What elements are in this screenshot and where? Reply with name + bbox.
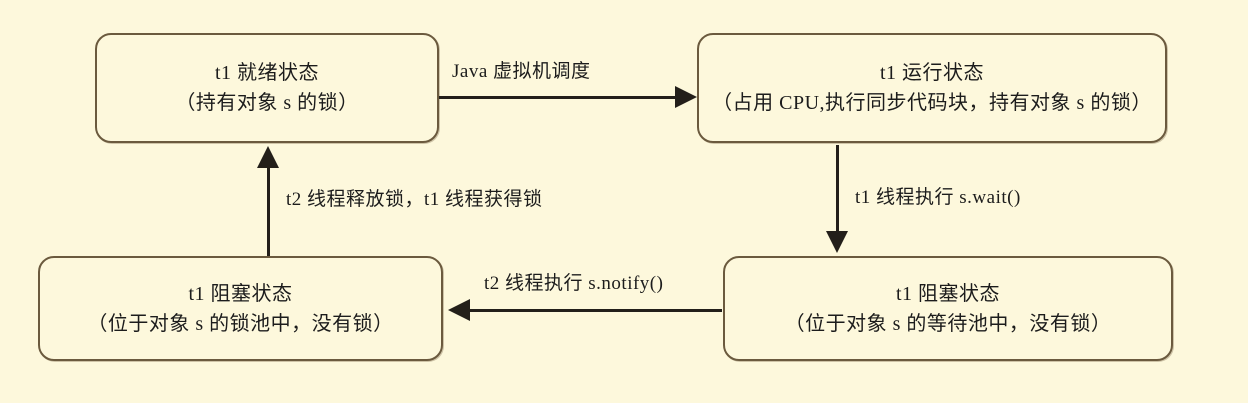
node-running-state[interactable]: t1 运行状态 （占用 CPU,执行同步代码块，持有对象 s 的锁） (697, 33, 1167, 143)
node-blocked-wait-detail: （位于对象 s 的等待池中，没有锁） (784, 312, 1112, 335)
edge-lock-to-ready-arrowhead (257, 146, 279, 168)
edge-ready-to-running-line (439, 96, 677, 99)
node-blocked-wait-pool[interactable]: t1 阻塞状态 （位于对象 s 的等待池中，没有锁） (723, 256, 1173, 361)
edge-label-running-to-wait: t1 线程执行 s.wait() (855, 187, 1021, 208)
edge-lock-to-ready-line (267, 168, 270, 256)
edge-running-to-wait-arrowhead (826, 231, 848, 253)
node-blocked-wait-title: t1 阻塞状态 (895, 282, 1001, 305)
node-ready-title: t1 就绪状态 (214, 62, 320, 84)
node-blocked-lock-title: t1 阻塞状态 (188, 282, 293, 305)
edge-running-to-wait-line (836, 145, 839, 233)
node-running-detail: （占用 CPU,执行同步代码块，持有对象 s 的锁） (712, 92, 1152, 114)
edge-wait-to-lock-line (470, 309, 722, 312)
edge-label-ready-to-running: Java 虚拟机调度 (452, 61, 591, 82)
edge-label-lock-to-ready: t2 线程释放锁，t1 线程获得锁 (286, 189, 543, 210)
node-blocked-lock-pool[interactable]: t1 阻塞状态 （位于对象 s 的锁池中，没有锁） (38, 256, 443, 361)
edge-wait-to-lock-arrowhead (448, 299, 470, 321)
node-ready-detail: （持有对象 s 的锁） (175, 92, 359, 114)
node-blocked-lock-detail: （位于对象 s 的锁池中，没有锁） (87, 312, 394, 335)
edge-ready-to-running-arrowhead (675, 86, 697, 108)
node-ready-state[interactable]: t1 就绪状态 （持有对象 s 的锁） (95, 33, 439, 143)
node-running-title: t1 运行状态 (879, 62, 985, 84)
edge-label-wait-to-lock: t2 线程执行 s.notify() (484, 273, 664, 294)
